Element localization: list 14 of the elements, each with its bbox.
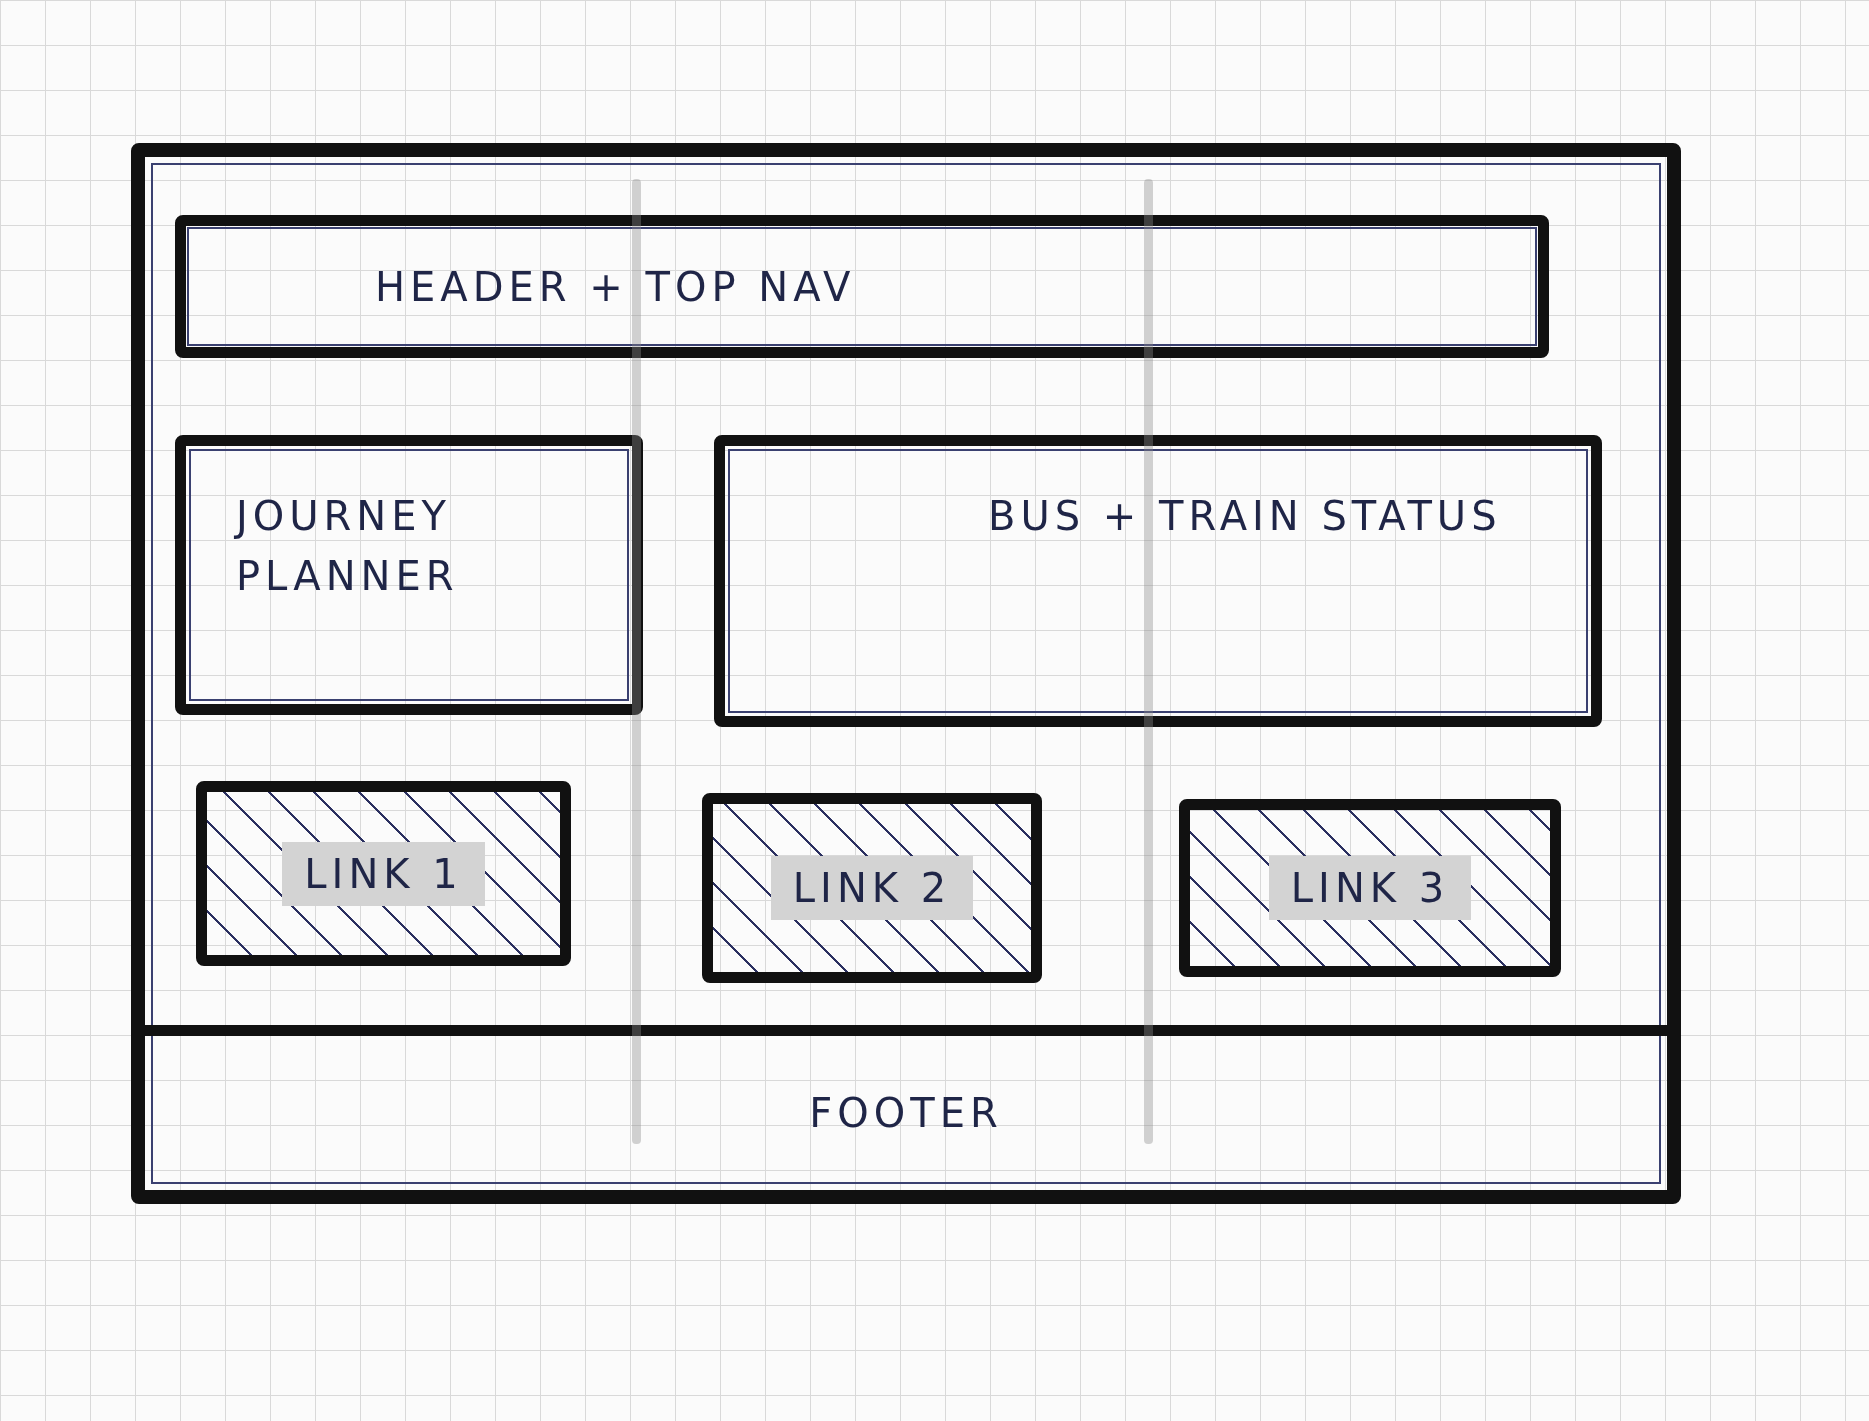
content-panel	[175, 435, 643, 715]
link-label: LINK 3	[1268, 856, 1472, 920]
link-tile	[702, 793, 1042, 983]
link-tile	[196, 781, 571, 966]
section-label: FOOTER	[809, 1089, 1003, 1138]
section-label: JOURNEY PLANNER	[236, 492, 460, 601]
link-label: LINK 1	[282, 841, 485, 906]
page-frame	[131, 143, 1681, 1204]
link-label: LINK 2	[770, 856, 974, 920]
link-tile	[1179, 799, 1561, 977]
section-label: HEADER + TOP NAV	[375, 262, 856, 312]
header-bar	[175, 215, 1549, 358]
content-panel	[714, 435, 1602, 727]
section-label: BUS + TRAIN STATUS	[988, 492, 1502, 541]
